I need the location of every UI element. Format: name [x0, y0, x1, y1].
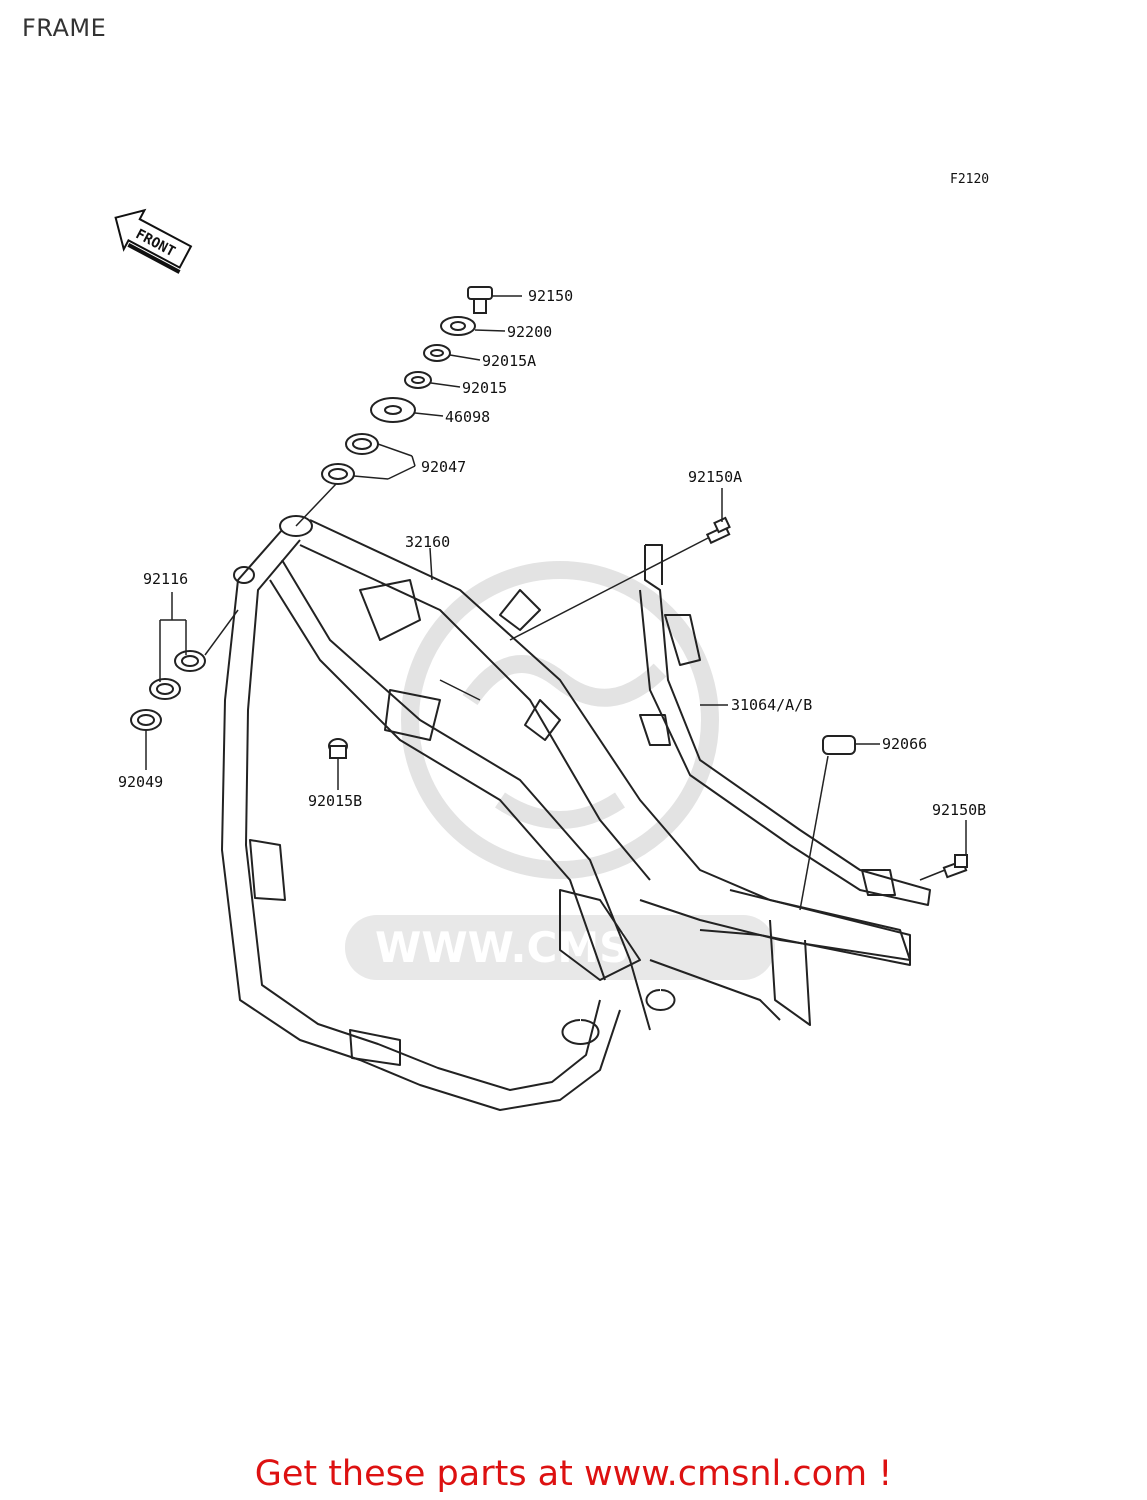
part-label: 92066: [882, 735, 927, 753]
part-label: 46098: [445, 408, 490, 426]
promo-link[interactable]: Get these parts at www.cmsnl.com !: [254, 1454, 893, 1494]
stem-bolt-92150: [467, 286, 493, 314]
cap-46098: [370, 397, 416, 423]
cap-92066: [822, 735, 856, 755]
part-label: 92015A: [482, 352, 536, 370]
front-arrow-icon: FRONT: [114, 208, 193, 274]
part-label: 92049: [118, 773, 163, 791]
parts-diagram: WWW.CMS FRONT: [114, 208, 986, 1111]
svg-text:WWW.CMS: WWW.CMS: [375, 923, 629, 972]
page-title: FRAME: [22, 14, 107, 42]
part-labels: 92150 92200 92015A 92015 46098 92047 921…: [118, 287, 986, 819]
bearing-92116: [149, 650, 206, 700]
part-label: 92150A: [688, 468, 742, 486]
part-label: 92015B: [308, 792, 362, 810]
part-label: 92116: [143, 570, 188, 588]
part-label: 92015: [462, 379, 507, 397]
part-label: 31064/A/B: [731, 696, 812, 714]
seal-92049: [130, 709, 162, 731]
part-label: 92150B: [932, 801, 986, 819]
washer-92200: [440, 316, 476, 336]
leader-lines: [145, 295, 967, 911]
nut-92015B: [328, 738, 348, 759]
bolt-92150A: [705, 516, 731, 545]
part-label: 92200: [507, 323, 552, 341]
part-label: 92047: [421, 458, 466, 476]
nut-92015: [404, 371, 432, 389]
part-label: 92150: [528, 287, 573, 305]
bolt-92150B: [942, 854, 968, 879]
diagram-code: F2120: [950, 172, 990, 187]
bearing-92047: [321, 433, 379, 485]
nut-92015A: [423, 344, 451, 362]
subframe-31064: [639, 544, 931, 906]
main-frame-32160: [221, 515, 911, 1111]
part-label: 32160: [405, 533, 450, 551]
